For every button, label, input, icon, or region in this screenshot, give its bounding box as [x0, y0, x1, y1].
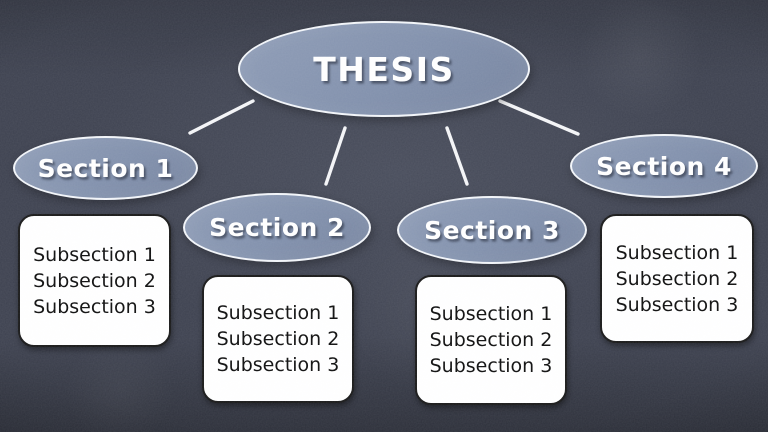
- connector-thesis-section-4: [498, 99, 580, 136]
- connector-thesis-section-3: [445, 126, 469, 186]
- section-1-subsection-3: Subsection 3: [33, 295, 156, 318]
- section-3-label: Section 3: [424, 215, 560, 245]
- thesis-label: THESIS: [313, 49, 455, 89]
- section-2-subsections-box: Subsection 1 Subsection 2 Subsection 3: [202, 275, 354, 403]
- section-1-subsection-1: Subsection 1: [33, 243, 156, 266]
- section-4-subsection-2: Subsection 2: [615, 267, 739, 290]
- section-2-subsection-1: Subsection 1: [216, 302, 340, 324]
- section-1-label: Section 1: [37, 153, 174, 183]
- connector-thesis-section-2: [324, 126, 347, 186]
- section-1-subsection-2: Subsection 2: [33, 269, 156, 292]
- thesis-node: THESIS: [238, 21, 530, 117]
- section-2-subsection-2: Subsection 2: [216, 328, 340, 350]
- section-4-subsections-box: Subsection 1 Subsection 2 Subsection 3: [600, 214, 754, 343]
- section-4-subsection-3: Subsection 3: [615, 293, 739, 316]
- section-1-node: Section 1: [13, 136, 198, 200]
- section-2-node: Section 2: [183, 193, 371, 262]
- section-2-label: Section 2: [209, 213, 345, 242]
- section-3-subsection-1: Subsection 1: [429, 303, 553, 325]
- connector-thesis-section-1: [188, 99, 255, 135]
- section-4-subsection-1: Subsection 1: [615, 241, 739, 264]
- section-3-subsection-2: Subsection 2: [429, 329, 553, 351]
- section-2-subsection-3: Subsection 3: [216, 354, 340, 376]
- section-3-subsection-3: Subsection 3: [429, 355, 553, 377]
- section-3-node: Section 3: [397, 196, 587, 264]
- section-1-subsections-box: Subsection 1 Subsection 2 Subsection 3: [18, 214, 171, 347]
- section-3-subsections-box: Subsection 1 Subsection 2 Subsection 3: [415, 275, 567, 405]
- section-4-node: Section 4: [570, 134, 758, 198]
- section-4-label: Section 4: [596, 151, 732, 181]
